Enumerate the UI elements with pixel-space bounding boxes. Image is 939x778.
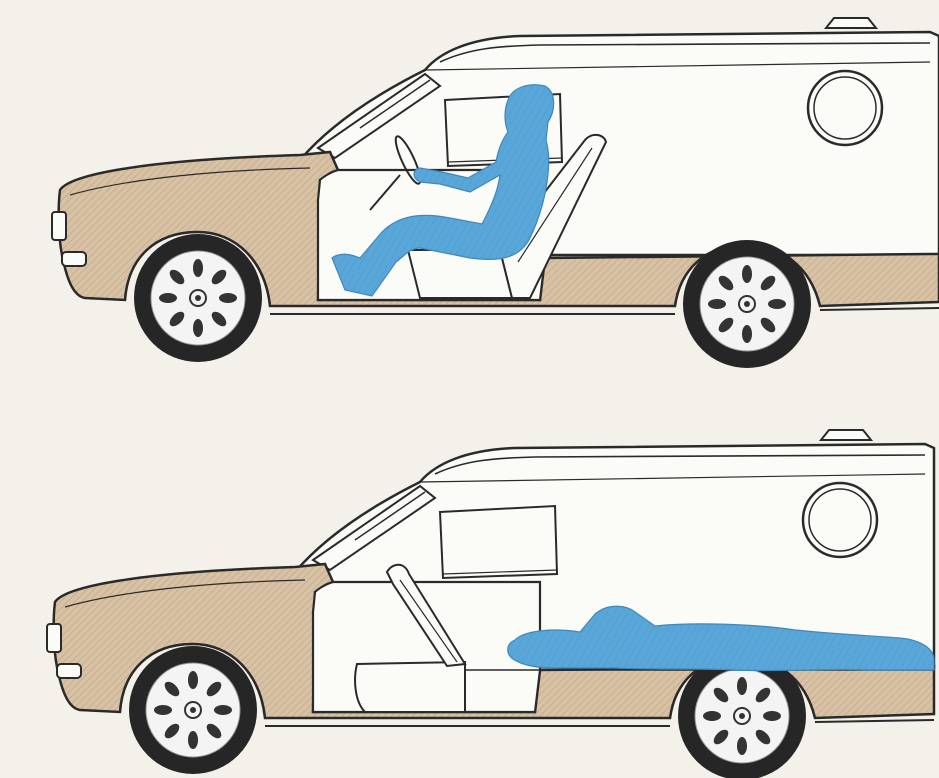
top-vehicle: [52, 18, 939, 368]
bottom-vehicle: [47, 430, 934, 778]
